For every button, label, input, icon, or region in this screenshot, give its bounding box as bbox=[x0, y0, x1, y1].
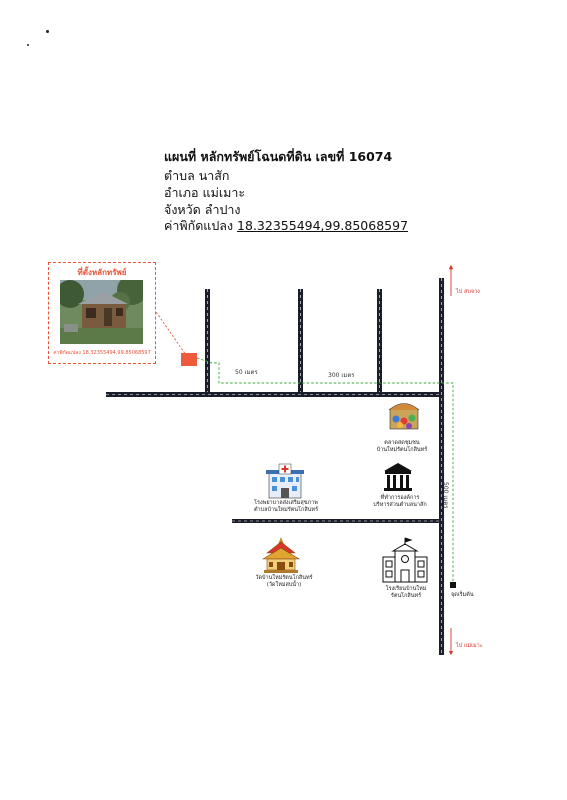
distance-50m: 50 เมตร bbox=[235, 369, 258, 376]
district-line: อำเภอ แม่เมาะ bbox=[164, 185, 246, 200]
temple-label-line-1: วัดบ้านใหม่รัตนโกสินทร์ bbox=[255, 575, 313, 581]
scan-speck bbox=[27, 44, 29, 46]
property-photo bbox=[60, 280, 143, 344]
property-photo-image bbox=[60, 280, 143, 344]
inset-title: ที่ตั้งหลักทรัพย์ bbox=[77, 268, 127, 277]
market-label-line-2: บ้านใหม่รัตนโกสินทร์ bbox=[376, 446, 428, 453]
office-icon bbox=[384, 463, 412, 491]
scan-speck bbox=[46, 30, 49, 33]
south-direction-label: ไป แม่เมาะ bbox=[456, 643, 483, 649]
school-label: โรงเรียนบ้านใหม่ รัตนโกสินทร์ bbox=[370, 586, 442, 600]
start-point-label: จุดเริ่มต้น bbox=[451, 592, 474, 598]
map-title: แผนที่ หลักทรัพย์โฉนดที่ดิน เลขที่ 16074 bbox=[164, 149, 393, 164]
market-label-line-1: ตลาดสดชุมชน bbox=[384, 440, 420, 446]
school-label-line-1: โรงเรียนบ้านใหม่ bbox=[385, 586, 427, 592]
subdistrict-line: ตำบล นาสัก bbox=[164, 168, 230, 183]
property-inset: ที่ตั้งหลักทรัพย์ ค่าพิกัดแปลง 18.323554… bbox=[48, 262, 156, 364]
side-road-2 bbox=[298, 289, 303, 392]
inset-coordinate: ค่าพิกัดแปลง 18.32355494,99.85068597 bbox=[53, 350, 151, 356]
market-label: ตลาดสดชุมชน บ้านใหม่รัตนโกสินทร์ bbox=[364, 440, 440, 454]
temple-icon bbox=[261, 537, 301, 573]
lower-road bbox=[232, 519, 439, 523]
hospital-label-line-2: ตำบลบ้านใหม่รัตนโกสินทร์ bbox=[253, 506, 319, 513]
hospital-icon bbox=[266, 463, 304, 499]
office-label-line-1: ที่ทำการองค์การ bbox=[380, 495, 420, 501]
side-road-1 bbox=[205, 289, 210, 392]
start-point-marker bbox=[450, 582, 456, 588]
distance-500m: 500 เมตร bbox=[442, 482, 449, 509]
coordinate-label: ค่าพิกัดแปลง bbox=[164, 218, 234, 233]
hospital-label-line-1: โรงพยาบาลส่งเสริมสุขภาพ bbox=[254, 500, 318, 506]
main-road bbox=[106, 392, 444, 397]
school-label-line-2: รัตนโกสินทร์ bbox=[390, 592, 422, 599]
temple-label: วัดบ้านใหม่รัตนโกสินทร์ (วัดใหม่สบน้ำ) bbox=[244, 575, 324, 589]
property-marker bbox=[181, 353, 197, 366]
coordinate-line: ค่าพิกัดแปลง 18.32355494,99.85068597 bbox=[164, 216, 408, 236]
coordinate-value: 18.32355494,99.85068597 bbox=[237, 218, 409, 233]
highway bbox=[439, 278, 444, 655]
province-line: จังหวัด ลำปาง bbox=[164, 202, 241, 217]
office-label: ที่ทำการองค์การ บริหารส่วนตำบลนาสัก bbox=[362, 495, 438, 509]
temple-label-line-2: (วัดใหม่สบน้ำ) bbox=[266, 581, 302, 588]
side-road-3 bbox=[377, 289, 382, 392]
office-label-line-2: บริหารส่วนตำบลนาสัก bbox=[373, 501, 427, 508]
market-icon bbox=[388, 403, 420, 430]
school-icon bbox=[382, 537, 428, 583]
route-path bbox=[196, 357, 454, 584]
north-direction-label: ไป สบจาง bbox=[456, 289, 480, 295]
inset-leader bbox=[153, 308, 187, 356]
distance-300m: 300 เมตร bbox=[328, 372, 355, 379]
hospital-label: โรงพยาบาลส่งเสริมสุขภาพ ตำบลบ้านใหม่รัตน… bbox=[242, 500, 330, 514]
